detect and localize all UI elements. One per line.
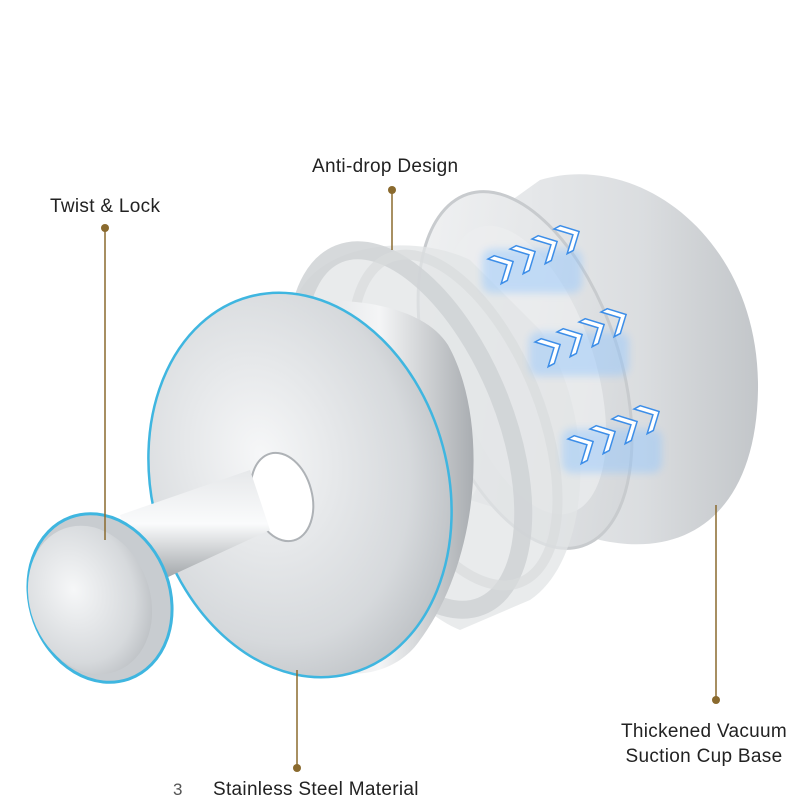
label-suction-base-line1: Thickened Vacuum (620, 721, 788, 742)
label-suction-base: Thickened Vacuum Suction Cup Base (604, 719, 800, 769)
label-twist-lock: Twist & Lock (50, 196, 161, 217)
chevron-arrow-icon (482, 218, 667, 473)
leader-lines (101, 186, 720, 772)
label-suction-base-line2: Suction Cup Base (625, 746, 783, 767)
label-fragment: 3 (173, 780, 183, 799)
hook-knob (26, 512, 174, 684)
label-stainless-steel: Stainless Steel Material (213, 779, 419, 800)
label-anti-drop: Anti-drop Design (312, 156, 459, 177)
stainless-steel-disk (147, 291, 474, 679)
